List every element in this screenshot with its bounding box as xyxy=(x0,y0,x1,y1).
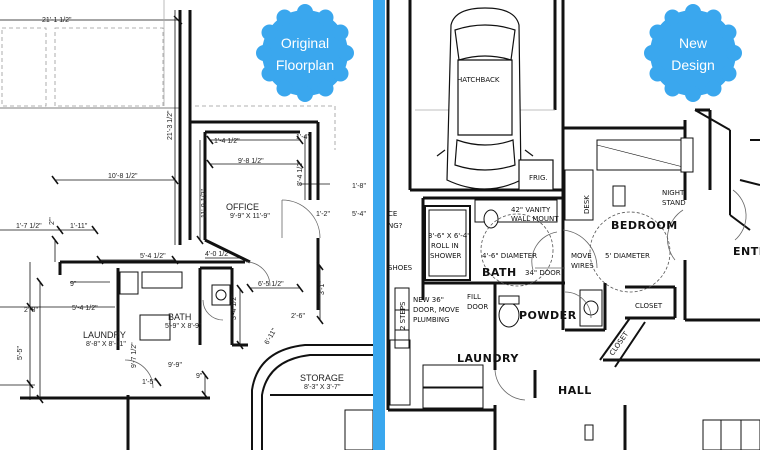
dim-1-7: 1'-7 1/2" xyxy=(16,223,42,230)
note-move1: MOVE xyxy=(571,252,592,260)
panel-divider xyxy=(373,0,385,450)
new-closet-label: CLOSET xyxy=(635,302,663,310)
dim-3-4: 3'-4 1/2" xyxy=(231,294,238,320)
note-fill1: FILL xyxy=(467,293,481,301)
dim-5-4b: 5'-4 1/2" xyxy=(140,253,166,260)
note-door34: 34" DOOR xyxy=(525,269,561,277)
original-office-label: OFFICE xyxy=(226,202,259,212)
new-powder-label: POWDER xyxy=(519,309,577,322)
dim-9-8: 9'-8 1/2" xyxy=(238,158,264,165)
new-badge-line1: New xyxy=(679,35,708,51)
dim-3-1: 3'-1" xyxy=(319,281,326,295)
note-ce2: NG? xyxy=(388,222,403,230)
note-new36a: NEW 36" xyxy=(413,296,444,304)
note-ce1: CE xyxy=(388,210,397,218)
note-bath-dia: 4'-6" DIAMETER xyxy=(482,252,537,260)
dim-9b: 9" xyxy=(196,373,203,380)
note-shower3: SHOWER xyxy=(430,252,462,260)
note-night2: STAND xyxy=(662,199,686,207)
original-bath-dim: 5'-9" X 8'-9" xyxy=(165,323,202,330)
original-storage-label: STORAGE xyxy=(300,373,344,383)
dim-6-11: 6'-11" xyxy=(264,327,279,346)
note-shower1: 3'-6" X 6'-4" xyxy=(428,232,470,240)
dim-1-11: 1'-11" xyxy=(70,223,88,230)
dim-11-9: 11'-9 1/2" xyxy=(201,188,208,218)
note-night1: NIGHT xyxy=(662,189,685,197)
dim-2: 2'" xyxy=(49,217,56,225)
new-design-badge: New Design xyxy=(644,4,742,102)
original-laundry-label: LAUNDRY xyxy=(83,330,126,340)
dim-5-5: 5'-5" xyxy=(17,346,24,360)
note-new36c: PLUMBING xyxy=(413,316,449,324)
original-storage-dim: 8'-3" X 3'-7" xyxy=(304,384,341,391)
dim-1-2: 1'-2" xyxy=(316,211,330,218)
new-laundry-label: LAUNDRY xyxy=(457,352,519,365)
dim-1-4: 1'-4 1/2" xyxy=(214,138,240,145)
dim-2-8: 2'-8" xyxy=(24,307,38,314)
note-bed-dia: 5' DIAMETER xyxy=(605,252,650,260)
note-vanity2: WALL MOUNT xyxy=(511,215,559,223)
new-bath-label: BATH xyxy=(482,266,517,279)
original-badge-line1: Original xyxy=(281,35,329,51)
original-laundry-dim: 8'-8" X 8'-11" xyxy=(86,341,126,348)
new-entry-label: ENTR xyxy=(733,245,760,258)
note-desk: DESK xyxy=(583,195,591,214)
dim-5-4c: 5'-4 1/2" xyxy=(72,305,98,312)
new-hatchback-label: HATCHBACK xyxy=(457,76,500,84)
note-new36b: DOOR, MOVE xyxy=(413,306,459,314)
new-design-drawing: HATCHBACK FRIG. BEDROOM BATH POWDER LAUN… xyxy=(386,0,760,450)
original-office-dim: 9'-9" X 11'-9" xyxy=(230,213,270,220)
note-move2: WIRES xyxy=(571,262,594,270)
dim-21-3: 21'-3 1/2" xyxy=(167,110,174,140)
original-badge-line2: Floorplan xyxy=(276,57,334,73)
original-floorplan-panel: 21'-1 1/2" xyxy=(0,0,373,450)
dim-10-8: 10'-8 1/2" xyxy=(108,173,138,180)
dim-4-0: 4'-0 1/2" xyxy=(205,251,231,258)
dim-9-7: 9'-7 1/2" xyxy=(131,342,138,368)
new-design-panel: HATCHBACK FRIG. BEDROOM BATH POWDER LAUN… xyxy=(385,0,760,450)
dim-8-4: 8'-4 1/2" xyxy=(297,160,304,186)
new-hall-label: HALL xyxy=(558,384,592,397)
new-badge-line2: Design xyxy=(671,57,715,73)
dim-6-5: 6'-5 1/2" xyxy=(258,281,284,288)
hatchback-car-icon xyxy=(436,7,534,190)
original-bath-label: BATH xyxy=(168,312,191,322)
dim-1-8: 1'-8" xyxy=(352,183,366,190)
new-frig-label: FRIG. xyxy=(529,174,548,182)
note-shower2: ROLL IN xyxy=(431,242,459,250)
note-fill2: DOOR xyxy=(467,303,488,311)
dim-1-4b: 1'-4" xyxy=(296,134,310,141)
note-shoes: SHOES xyxy=(388,264,413,272)
dim-1-5: 1'-5" xyxy=(142,379,156,386)
original-floorplan-drawing: 21'-1 1/2" xyxy=(0,0,373,450)
dim-2-6: 2'-6" xyxy=(291,313,305,320)
dim-9-9: 9'-9" xyxy=(168,362,182,369)
new-bedroom-label: BEDROOM xyxy=(611,219,678,232)
note-vanity1: 42" VANITY xyxy=(511,206,551,214)
dim-9: 9" xyxy=(70,281,77,288)
original-floorplan-badge: Original Floorplan xyxy=(256,4,354,102)
note-steps: 2 STEPS xyxy=(399,301,407,330)
dim-top: 21'-1 1/2" xyxy=(42,17,72,24)
dim-5-4: 5'-4" xyxy=(352,211,366,218)
